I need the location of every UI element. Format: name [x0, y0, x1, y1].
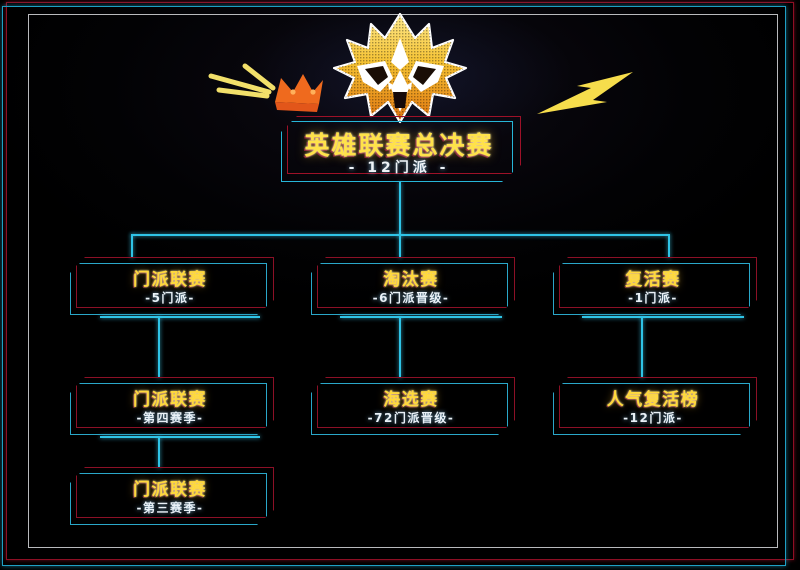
- node-frame-cyan: [70, 263, 267, 315]
- node-title: 门派联赛: [133, 270, 207, 290]
- node-title: 淘汰赛: [383, 270, 439, 290]
- node-popularity-revival[interactable]: 人气复活榜 -12门派-: [553, 377, 753, 435]
- connector-col1-r1-r2: [158, 316, 160, 378]
- node-frame-cyan: [553, 383, 750, 435]
- node-menpai-league-s4[interactable]: 门派联赛 -第四赛季-: [70, 377, 270, 435]
- connector-col1-r2-r3: [158, 436, 160, 468]
- node-title: 复活赛: [625, 270, 681, 290]
- connector-row3-col1-stub: [100, 436, 260, 438]
- node-title: 人气复活榜: [606, 390, 700, 410]
- node-subtitle: -12门派-: [623, 411, 683, 425]
- connector-col3-r1-r2: [641, 316, 643, 378]
- node-frame-red: [559, 377, 757, 428]
- connector-title-drop: [399, 182, 401, 235]
- connector-row1-col2: [399, 234, 401, 258]
- node-elimination[interactable]: 淘汰赛 -6门派晋级-: [311, 257, 511, 315]
- node-frame-cyan: [70, 383, 267, 435]
- node-frame-cyan: [553, 263, 750, 315]
- lightning-bolt-icon: [535, 70, 640, 120]
- node-frame-red: [317, 377, 515, 428]
- connector-row2-col1-stub: [100, 316, 260, 318]
- node-menpai-league-s5[interactable]: 门派联赛 -5门派-: [70, 257, 270, 315]
- title-frame-cyan: [281, 121, 513, 182]
- node-frame-red: [76, 257, 274, 308]
- connector-col2-r1-r2: [399, 316, 401, 378]
- node-subtitle: -第四赛季-: [136, 411, 204, 425]
- node-frame-red: [76, 467, 274, 518]
- speed-lines-icon: [208, 63, 276, 99]
- node-frame-cyan: [70, 473, 267, 525]
- node-title: 海选赛: [383, 390, 439, 410]
- node-frame-cyan: [311, 263, 508, 315]
- node-title: 门派联赛: [133, 480, 207, 500]
- node-subtitle: -5门派-: [145, 291, 195, 305]
- node-subtitle: -第三赛季-: [136, 501, 204, 515]
- connector-row2-col2-stub: [340, 316, 502, 318]
- node-qualifier[interactable]: 海选赛 -72门派晋级-: [311, 377, 511, 435]
- connector-row1-col3: [668, 234, 670, 258]
- page-subtitle: - 12门派 -: [348, 160, 450, 176]
- main-title-banner: 英雄联赛总决赛 - 12门派 -: [283, 116, 515, 182]
- node-subtitle: -72门派晋级-: [367, 411, 455, 425]
- crown-icon: [205, 62, 330, 124]
- node-title: 门派联赛: [133, 390, 207, 410]
- title-frame-red: [287, 116, 521, 174]
- connector-row2-col3-stub: [582, 316, 744, 318]
- node-frame-red: [559, 257, 757, 308]
- node-menpai-league-s3[interactable]: 门派联赛 -第三赛季-: [70, 467, 270, 525]
- connector-row1-col1: [131, 234, 133, 258]
- node-frame-red: [317, 257, 515, 308]
- page-title: 英雄联赛总决赛: [304, 131, 494, 160]
- node-frame-red: [76, 377, 274, 428]
- node-subtitle: -6门派晋级-: [372, 291, 450, 305]
- node-revival[interactable]: 复活赛 -1门派-: [553, 257, 753, 315]
- wolf-head-esports-logo-icon: [333, 12, 468, 124]
- node-frame-cyan: [311, 383, 508, 435]
- node-subtitle: -1门派-: [628, 291, 678, 305]
